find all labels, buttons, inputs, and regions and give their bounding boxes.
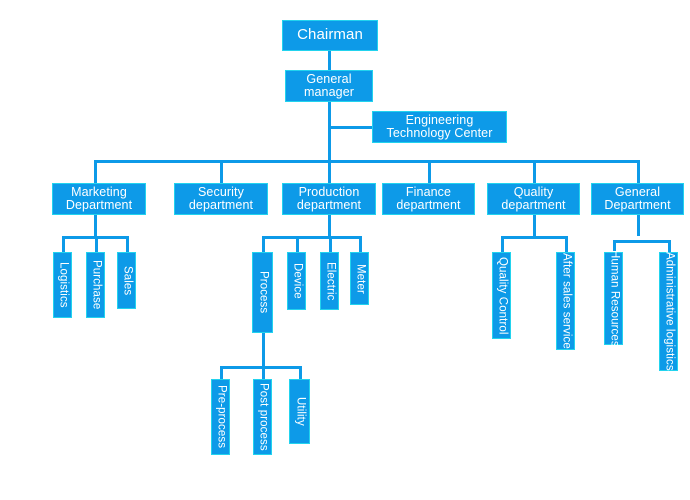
- connector-to-engineering-technology-center: [328, 126, 373, 129]
- connector-drop-administrative-logistics: [668, 240, 671, 253]
- node-after-sales-service[interactable]: After sales service: [556, 252, 575, 350]
- node-meter[interactable]: Meter: [350, 252, 369, 305]
- node-finance-department[interactable]: Finance department: [382, 183, 475, 215]
- node-purchase-label: Purchase: [90, 260, 103, 310]
- connector-drop-pre-process: [220, 366, 223, 380]
- connector-drop-logistics: [62, 236, 65, 253]
- connector-quality-stem: [533, 214, 536, 236]
- connector-process-stem: [262, 332, 265, 368]
- connector-chairman-to-general-manager: [328, 50, 331, 70]
- connector-production-bus: [262, 236, 361, 239]
- connector-drop-after-sales: [565, 236, 568, 253]
- node-finance-department-label: Finance department: [396, 184, 461, 212]
- node-sales-label: Sales: [121, 265, 134, 296]
- node-general-department-label: General Department: [604, 184, 671, 212]
- node-utility-label: Utility: [294, 397, 307, 426]
- node-electric[interactable]: Electric: [320, 252, 339, 310]
- connector-drop-electric: [329, 236, 332, 253]
- node-logistics[interactable]: Logistics: [53, 252, 72, 318]
- node-after-sales-service-label: After sales service: [560, 253, 573, 349]
- node-administrative-logistics[interactable]: Administrative logistics: [659, 252, 678, 371]
- connector-drop-quality-control: [501, 236, 504, 253]
- node-purchase[interactable]: Purchase: [86, 252, 105, 318]
- connector-process-bus: [220, 366, 302, 369]
- connector-drop-meter: [359, 236, 362, 253]
- connector-drop-utility: [299, 366, 302, 380]
- node-post-process[interactable]: Post process: [253, 379, 272, 455]
- connector-drop-human-resources: [613, 240, 616, 253]
- node-production-department[interactable]: Production department: [282, 183, 376, 215]
- node-general-department[interactable]: General Department: [591, 183, 684, 215]
- node-quality-control[interactable]: Quality Control: [492, 252, 511, 339]
- node-quality-department-label: Quality department: [501, 184, 566, 212]
- node-general-manager[interactable]: General manager: [285, 70, 373, 102]
- node-engineering-technology-center[interactable]: Engineering Technology Center: [372, 111, 507, 143]
- connector-drop-finance: [428, 160, 431, 184]
- node-security-department-label: Security department: [188, 184, 254, 212]
- node-post-process-label: Post process: [257, 383, 270, 451]
- node-process-label: Process: [257, 271, 270, 314]
- connector-drop-production: [328, 160, 331, 184]
- connector-department-bus: [94, 160, 639, 163]
- connector-marketing-stem: [94, 214, 97, 236]
- node-chairman-label: Chairman: [297, 26, 363, 44]
- node-utility[interactable]: Utility: [289, 379, 310, 444]
- connector-general-dept-bus: [613, 240, 671, 243]
- node-quality-control-label: Quality Control: [496, 256, 509, 335]
- node-pre-process-label: Pre-process: [215, 385, 228, 449]
- node-meter-label: Meter: [354, 263, 367, 294]
- connector-drop-security: [220, 160, 223, 184]
- connector-drop-device: [296, 236, 299, 253]
- connector-general-dept-stem: [637, 214, 640, 236]
- node-logistics-label: Logistics: [57, 262, 70, 308]
- node-general-manager-label: General manager: [303, 71, 355, 99]
- node-production-department-label: Production department: [296, 184, 362, 212]
- node-pre-process[interactable]: Pre-process: [211, 379, 230, 455]
- connector-drop-purchase: [95, 236, 98, 253]
- node-device-label: Device: [291, 263, 304, 299]
- node-human-resources-label: Human Resources: [608, 250, 621, 347]
- connector-drop-marketing: [94, 160, 97, 184]
- node-administrative-logistics-label: Administrative logistics: [663, 252, 676, 371]
- node-marketing-department[interactable]: Marketing Department: [52, 183, 146, 215]
- connector-general-manager-stem: [328, 101, 331, 161]
- node-electric-label: Electric: [324, 261, 337, 301]
- connector-drop-quality: [533, 160, 536, 184]
- connector-production-stem: [328, 214, 331, 236]
- node-sales[interactable]: Sales: [117, 252, 136, 309]
- node-security-department[interactable]: Security department: [174, 183, 268, 215]
- node-marketing-department-label: Marketing Department: [65, 184, 133, 212]
- connector-drop-general: [637, 160, 640, 184]
- connector-drop-process: [262, 236, 265, 253]
- connector-drop-sales: [126, 236, 129, 253]
- node-quality-department[interactable]: Quality department: [487, 183, 580, 215]
- node-device[interactable]: Device: [287, 252, 306, 310]
- connector-drop-post-process: [262, 366, 265, 380]
- connector-quality-bus: [501, 236, 568, 239]
- node-engineering-technology-center-label: Engineering Technology Center: [386, 112, 493, 140]
- node-process[interactable]: Process: [252, 252, 273, 333]
- node-human-resources[interactable]: Human Resources: [604, 250, 623, 347]
- node-chairman[interactable]: Chairman: [282, 20, 378, 51]
